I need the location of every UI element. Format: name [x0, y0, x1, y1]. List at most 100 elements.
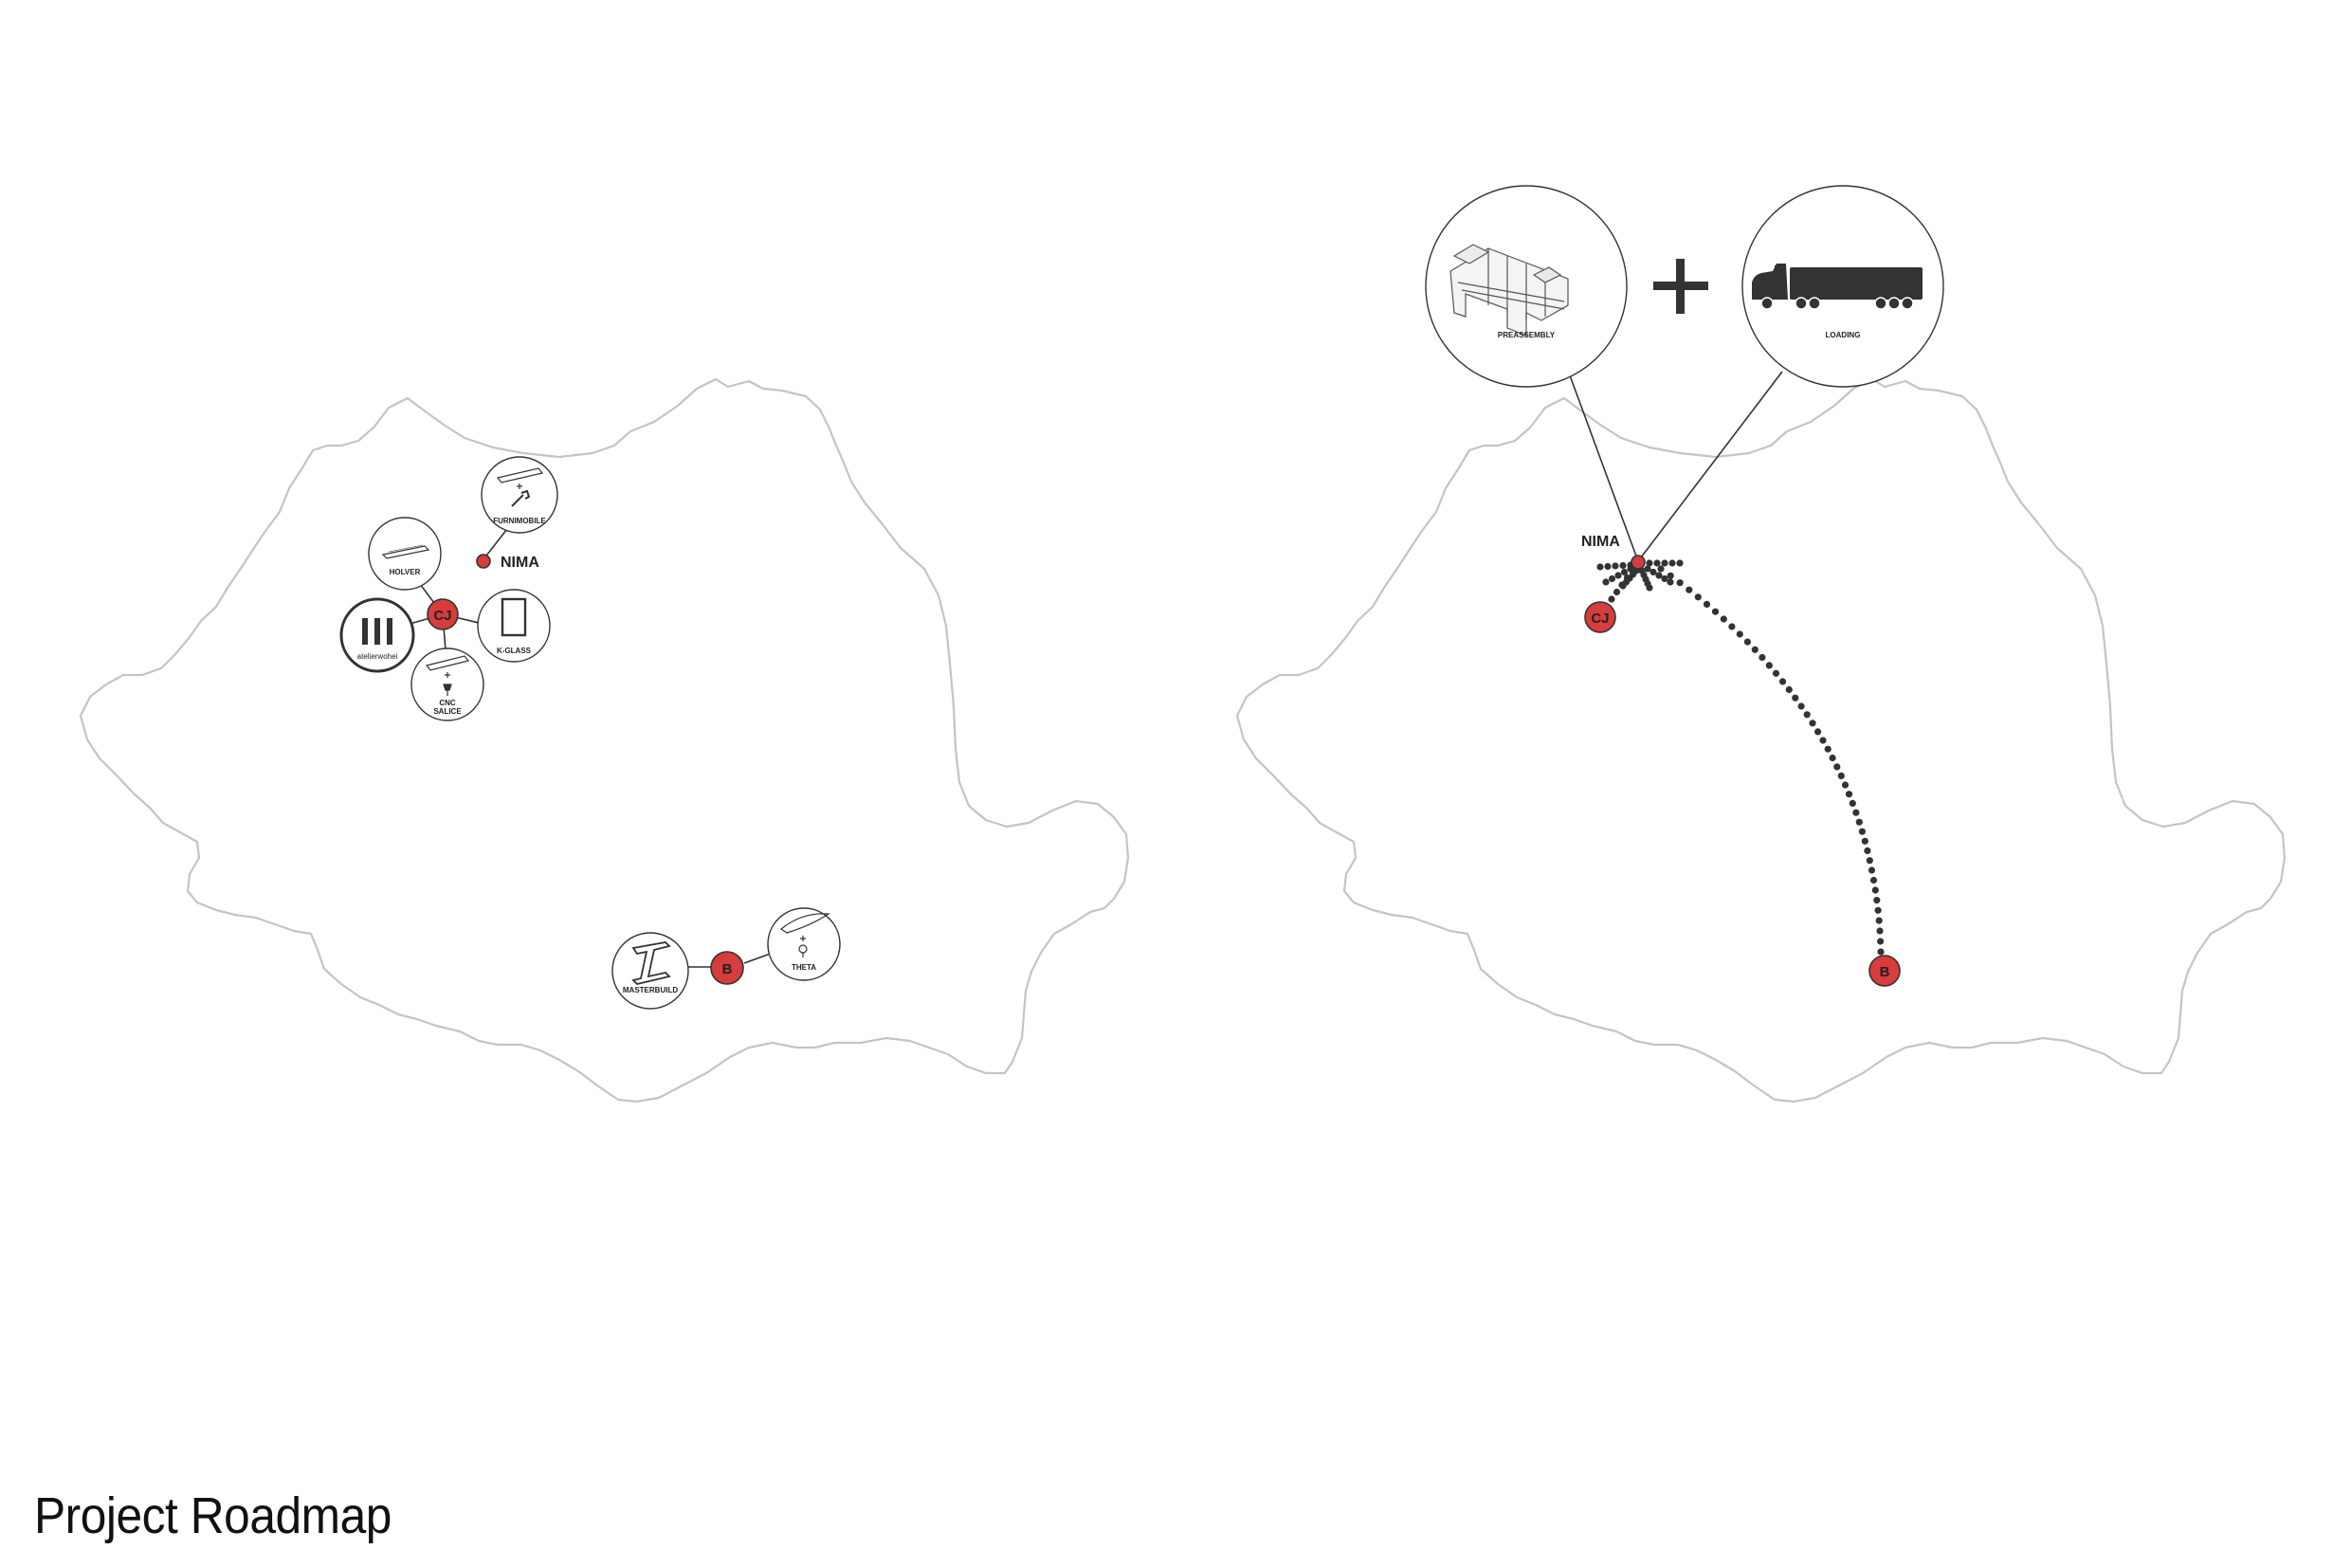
route-dot-b-nima	[1829, 754, 1836, 762]
route-dot-b-nima	[1849, 799, 1856, 808]
left-map: HOLVER FURNIMOBILE NIMA atelier	[79, 377, 1130, 1103]
route-dot-b-nima	[1845, 791, 1853, 798]
furnimobile-label: FURNIMOBILE	[493, 517, 546, 525]
steel-beam-icon	[631, 941, 671, 985]
furnimobile-node[interactable]: FURNIMOBILE	[481, 456, 558, 534]
route-dot-cj-nima	[1649, 568, 1657, 576]
route-dot-cj-nima	[1661, 574, 1668, 583]
atelier-node[interactable]: atelierwohei	[339, 597, 415, 673]
b-circle-right	[1868, 955, 1901, 987]
route-dot-b-nima	[1772, 669, 1780, 677]
route-dot-cj-nima	[1661, 559, 1668, 567]
b-circle-left	[710, 951, 744, 985]
route-dot-cj-nima	[1612, 562, 1619, 570]
kglass-label: K-GLASS	[497, 647, 532, 655]
route-dot-cj-nima	[1602, 578, 1610, 586]
route-dot-b-nima	[1877, 938, 1885, 945]
panel-wrench-icon	[496, 467, 544, 507]
route-dot-b-nima	[1751, 646, 1759, 653]
cnc-label-line1: CNC	[439, 699, 456, 707]
route-dot-b-nima	[1874, 906, 1882, 914]
furnimobile-circle	[481, 456, 558, 534]
route-dot-cj-nima	[1627, 565, 1634, 573]
route-dot-b-nima	[1778, 678, 1787, 685]
theta-circle	[767, 907, 841, 981]
route-dot-b-nima	[1797, 702, 1805, 710]
page-title: Project Roadmap	[34, 1487, 392, 1544]
nima-label-right: NIMA	[1581, 534, 1620, 550]
holver-circle	[368, 517, 442, 591]
cj-hub-left[interactable]: CJ	[427, 598, 459, 630]
cj-label-right: CJ	[1591, 611, 1609, 627]
atelier-label: atelierwohei	[357, 652, 398, 661]
route-dot-cj-nima	[1620, 568, 1629, 576]
theta-label: THETA	[792, 963, 816, 972]
b-hub-right[interactable]: B	[1868, 955, 1901, 987]
route-dot-cj-nima	[1676, 559, 1684, 567]
leader-preassembly	[1569, 374, 1639, 562]
route-dot-cj-nima	[1608, 595, 1615, 603]
preassembly-label: PREASSEMBLY	[1498, 331, 1556, 339]
nima-dot-left	[476, 554, 491, 569]
holver-node[interactable]: HOLVER	[368, 517, 442, 591]
route-dot-b-nima	[1824, 745, 1832, 753]
route-dot-b-nima	[1759, 653, 1766, 662]
nima-node-left[interactable]: NIMA	[476, 554, 539, 571]
route-dot-cj-nima	[1655, 572, 1663, 579]
route-dot-b-nima	[1873, 897, 1881, 904]
kglass-node[interactable]: K-GLASS	[477, 589, 551, 663]
building-icon	[1449, 244, 1569, 337]
route-dot-b-nima	[1866, 857, 1873, 865]
masterbuild-node[interactable]: MASTERBUILD	[611, 932, 689, 1010]
cj-circle-right	[1584, 601, 1616, 633]
route-dot-b-nima	[1667, 572, 1674, 579]
route-dot-b-nima	[1676, 579, 1684, 587]
route-dot-b-nima	[1858, 828, 1866, 835]
preassembly-node[interactable]: PREASSEMBLY	[1425, 185, 1628, 388]
plus-icon	[1653, 259, 1708, 314]
route-dot-b-nima	[1841, 781, 1850, 789]
route-dot-b-nima	[1728, 623, 1736, 630]
nima-node-right[interactable]: NIMA	[1581, 534, 1646, 570]
route-dot-b-nima	[1868, 866, 1876, 874]
route-dot-b-nima	[1803, 711, 1811, 719]
route-dot-cj-nima	[1608, 574, 1616, 583]
route-dot-b-nima	[1876, 927, 1884, 935]
romania-outline-right	[1235, 377, 2287, 1103]
masterbuild-label: MASTERBUILD	[623, 986, 678, 994]
route-dot-cj-nima	[1596, 563, 1604, 571]
cj-hub-right[interactable]: CJ	[1584, 601, 1616, 633]
route-dot-b-nima	[1833, 763, 1841, 771]
route-dot-cj-nima	[1667, 578, 1674, 586]
route-dot-b-nima	[1852, 809, 1860, 816]
holver-label: HOLVER	[390, 568, 421, 576]
cj-label-left: CJ	[433, 608, 451, 624]
b-label-right: B	[1880, 964, 1890, 980]
cnc-salice-node[interactable]: CNC SALICE	[410, 647, 484, 721]
panel-hinge-icon	[425, 655, 470, 696]
ceiling-lamp-icon	[779, 913, 830, 957]
route-dot-b-nima	[1819, 737, 1827, 744]
route-dot-b-nima	[1785, 685, 1793, 694]
route-dot-b-nima	[1657, 565, 1665, 573]
route-dot-b-nima	[1861, 837, 1868, 845]
b-hub-left[interactable]: B	[710, 951, 744, 985]
route-dot-b-nima	[1694, 593, 1702, 601]
route-dot-b-nima	[1877, 948, 1885, 956]
route-dot-b-nima	[1765, 662, 1773, 669]
theta-node[interactable]: THETA	[767, 907, 841, 981]
right-map: PREASSEMBLY LOADING	[1235, 185, 2287, 1103]
wood-panel-icon	[381, 544, 430, 559]
route-dot-b-nima	[1871, 886, 1879, 894]
loading-node[interactable]: LOADING	[1741, 185, 1944, 388]
route-dot-b-nima	[1809, 720, 1816, 727]
route-dot-cj-nima	[1613, 588, 1621, 596]
route-dot-b-nima	[1855, 818, 1863, 826]
nima-dot-right	[1631, 555, 1646, 570]
route-dot-cj-nima	[1644, 565, 1651, 573]
truck-icon	[1752, 264, 1923, 310]
route-dot-b-nima	[1875, 917, 1883, 924]
b-label-left: B	[722, 961, 733, 977]
